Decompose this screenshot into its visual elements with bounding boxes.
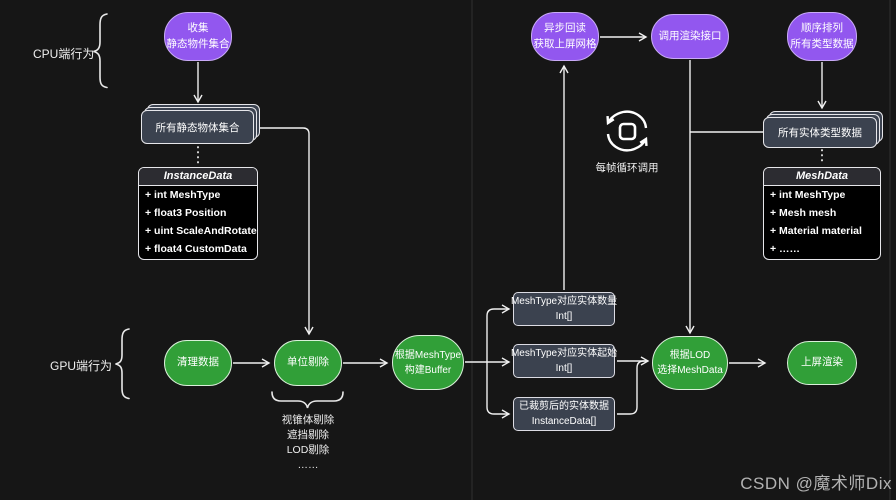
node-unit-cull: 单位剔除: [274, 340, 342, 386]
unit-cull-underbrace: [271, 391, 344, 409]
node-async-readback: 异步回读 获取上屏网格: [531, 12, 599, 61]
node-label: 顺序排列: [801, 21, 843, 34]
node-label: 收集: [187, 21, 209, 34]
node-build-buffer: 根据MeshType 构建Buffer: [392, 335, 464, 390]
label-cpu-side: CPU端行为: [33, 47, 95, 61]
class-field: + Mesh mesh: [770, 207, 837, 219]
node-label: 根据LOD: [669, 350, 711, 361]
node-collect-static: 收集 静态物件集合: [164, 12, 232, 61]
node-label: 静态物件集合: [166, 37, 230, 50]
stack-main: 所有实体类型数据: [763, 117, 877, 148]
cull-type-item: LOD剔除: [286, 444, 330, 456]
class-title: MeshData: [764, 168, 880, 186]
data-box-entity-start: MeshType对应实体起始 Int[]: [510, 344, 618, 378]
watermark: CSDN @魔术师Dix: [740, 474, 892, 493]
node-label: 获取上屏网格: [533, 37, 597, 50]
data-box-label: InstanceData[]: [531, 416, 597, 427]
class-field: + float3 Position: [145, 207, 227, 219]
data-box-culled-entities: 已裁剪后的实体数据 InstanceData[]: [513, 397, 615, 431]
data-box-label: MeshType对应实体数量: [510, 295, 618, 307]
data-box-entity-count: MeshType对应实体数量 Int[]: [510, 292, 618, 326]
stack-main: 所有静态物体集合: [141, 110, 254, 144]
class-field: + Material material: [770, 225, 862, 237]
connector-static-to-unitcull: [254, 127, 314, 336]
connector-buildbuffer-to-entitycount: [486, 304, 511, 362]
node-screen-render: 上屏渲染: [787, 341, 857, 385]
class-field: + int MeshType: [145, 189, 221, 201]
node-select-meshdata: 根据LOD 选择MeshData: [652, 336, 728, 390]
node-label: 所有类型数据: [790, 37, 854, 50]
loop-icon: [606, 110, 648, 152]
node-label: 异步回读: [544, 21, 586, 34]
node-label: 选择MeshData: [657, 365, 723, 376]
class-box-meshdata: MeshData + int MeshType + Mesh mesh + Ma…: [763, 167, 881, 260]
cull-type-item: ……: [297, 459, 319, 471]
cull-type-item: 遮挡剔除: [287, 429, 329, 441]
cull-type-list: 视锥体剔除 遮挡剔除 LOD剔除 ……: [258, 413, 358, 473]
node-clear-data: 清理数据: [164, 340, 232, 386]
data-box-label: MeshType对应实体起始: [510, 347, 618, 359]
node-label: 构建Buffer: [404, 364, 452, 376]
loop-caption: 每帧循环调用: [595, 162, 659, 174]
background-grid-line: [889, 0, 891, 500]
background-grid-line: [471, 0, 473, 500]
node-label: 单位剔除: [287, 356, 329, 369]
class-field: + int MeshType: [770, 189, 846, 201]
node-label: 清理数据: [177, 356, 219, 369]
class-box-instancedata: InstanceData + int MeshType + float3 Pos…: [138, 167, 258, 260]
data-box-label: Int[]: [555, 363, 573, 374]
data-box-label: Int[]: [555, 311, 573, 322]
cpu-brace: [93, 13, 108, 89]
class-field: + ……: [770, 243, 801, 255]
connector-culledentities-to-selectmeshdata: [617, 360, 646, 415]
node-label: 上屏渲染: [801, 356, 843, 369]
cull-type-item: 视锥体剔除: [281, 414, 335, 426]
data-box-label: 已裁剪后的实体数据: [519, 400, 609, 412]
node-sort-all-types: 顺序排列 所有类型数据: [787, 12, 857, 61]
label-gpu-side: GPU端行为: [50, 359, 113, 373]
node-call-render-api: 调用渲染接口: [651, 14, 729, 59]
class-field: + float4 CustomData: [145, 243, 247, 255]
class-field: + uint ScaleAndRotate: [145, 225, 257, 237]
node-label: 调用渲染接口: [658, 29, 722, 42]
connector-buildbuffer-to-culledentities: [486, 362, 511, 419]
node-label: 根据MeshType: [394, 349, 462, 361]
class-title: InstanceData: [139, 168, 257, 186]
gpu-brace: [115, 328, 130, 400]
